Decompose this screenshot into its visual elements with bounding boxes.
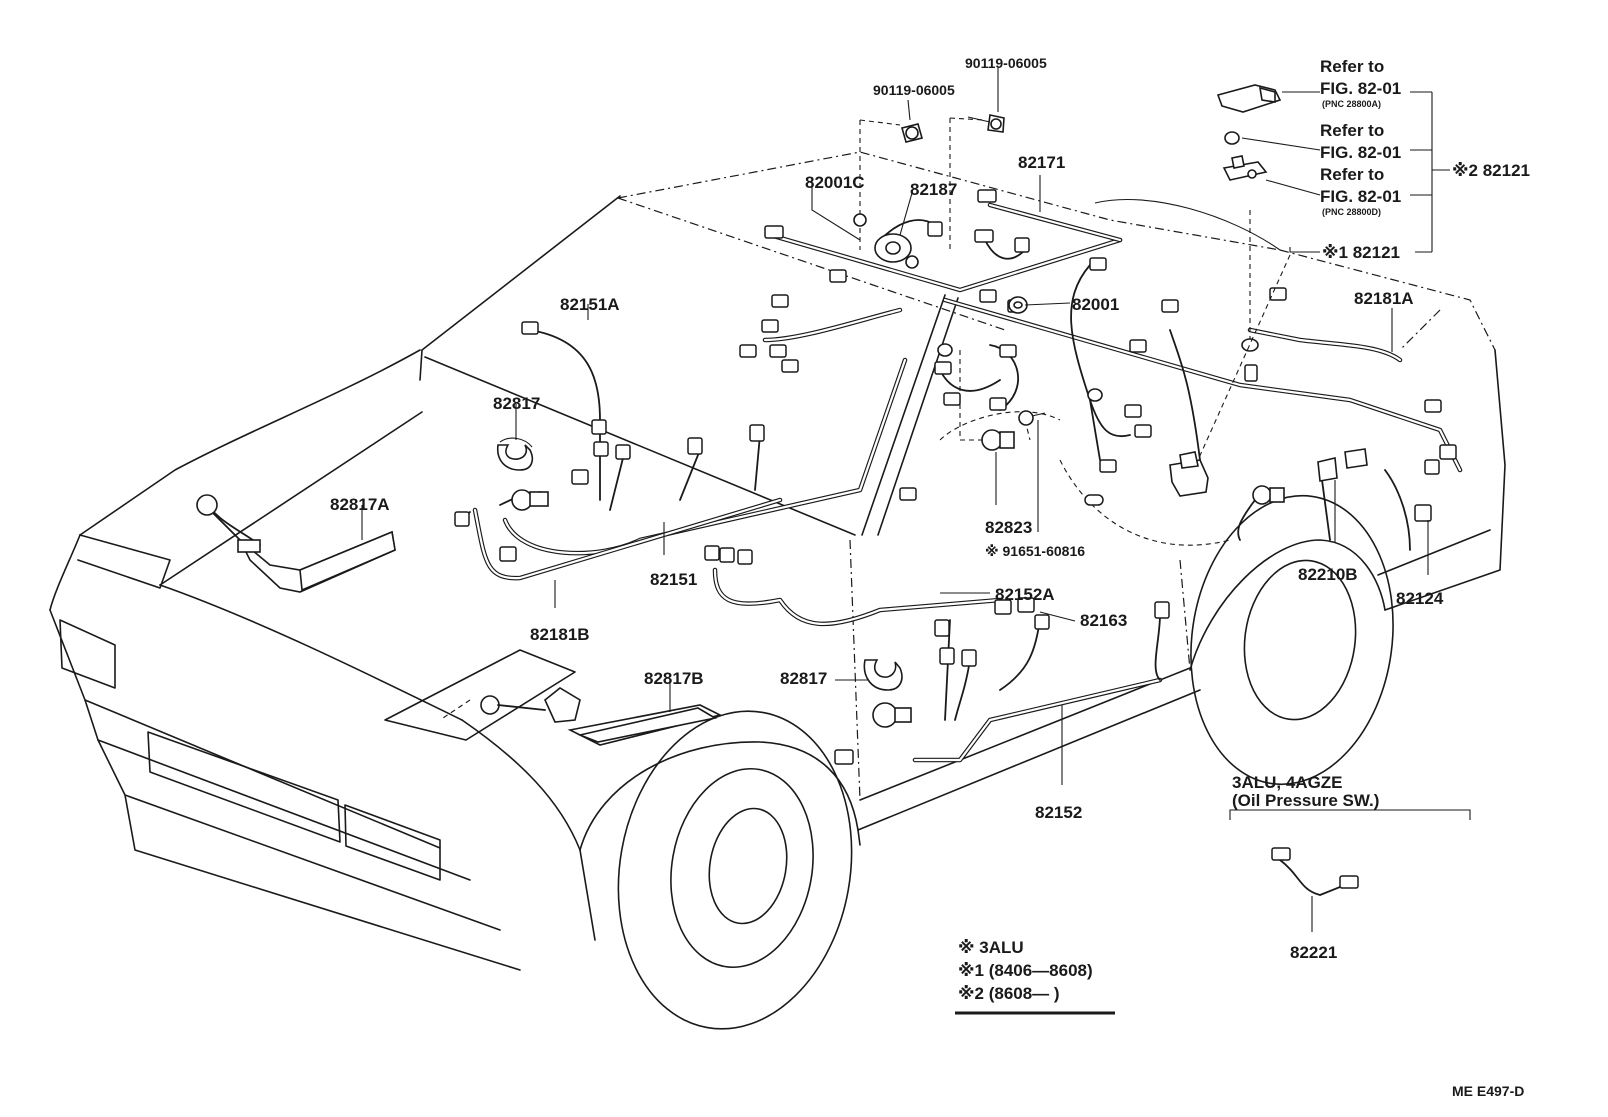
label-82124: 82124	[1396, 589, 1444, 608]
figure-code: ME E497-D	[1452, 1083, 1524, 1099]
refer3-line1: Refer to	[1320, 165, 1384, 184]
connectors	[454, 189, 1457, 889]
label-82817-top: 82817	[493, 394, 540, 413]
part-82001	[1008, 296, 1028, 314]
label-82001: 82001	[1072, 295, 1119, 314]
refer1-line1: Refer to	[1320, 57, 1384, 76]
part-82210B	[1317, 448, 1368, 482]
refer3-line2: FIG. 82-01	[1320, 187, 1401, 206]
refer3-pnc: (PNC 28800D)	[1322, 207, 1381, 217]
part-82187	[853, 213, 919, 269]
label-82823: 82823	[985, 518, 1032, 537]
part-rear-sensor	[1252, 485, 1285, 505]
leader-lines	[361, 68, 1471, 932]
car-body-outline	[49, 151, 1506, 1030]
refer1-pnc: (PNC 28800A)	[1322, 99, 1381, 109]
screw-90119-a	[901, 123, 923, 143]
harness-82152A-door	[712, 567, 1003, 627]
rear-grommets	[937, 338, 1259, 402]
part-refer-grommet	[1224, 131, 1240, 145]
branch-wires	[204, 219, 1411, 896]
refer2-line1: Refer to	[1320, 121, 1384, 140]
screw-90119-b	[967, 114, 1005, 133]
label-82151A: 82151A	[560, 295, 620, 314]
legend-row-2: ※2 (8608— )	[958, 984, 1060, 1003]
label-82121-star2: ※2 82121	[1452, 161, 1530, 180]
legend-box: ※ 3ALU ※1 (8406—8608) ※2 (8608— )	[955, 938, 1115, 1015]
label-82001C: 82001C	[805, 173, 865, 192]
part-82817-top	[496, 437, 534, 471]
label-82171: 82171	[1018, 153, 1065, 172]
part-82817-mid	[863, 659, 912, 728]
part-front-sensor	[511, 489, 549, 511]
label-82210B: 82210B	[1298, 565, 1358, 584]
label-82817-mid: 82817	[780, 669, 827, 688]
legend-row-0: ※ 3ALU	[958, 938, 1024, 957]
label-82163: 82163	[1080, 611, 1127, 630]
harness-82152-floor	[912, 677, 1163, 763]
label-82187: 82187	[910, 180, 957, 199]
harness-82171-roof	[767, 202, 1123, 293]
part-pnc-28800D	[1222, 155, 1268, 181]
label-90119-06005-a: 90119-06005	[873, 82, 955, 98]
label-82151: 82151	[650, 570, 697, 589]
inset-title: 3ALU, 4AGZE	[1232, 773, 1343, 792]
legend-row-1: ※1 (8406—8608)	[958, 961, 1093, 980]
refer1-line2: FIG. 82-01	[1320, 79, 1401, 98]
label-82181B: 82181B	[530, 625, 590, 644]
part-82817B	[480, 687, 723, 746]
harness-82181B-front	[472, 497, 783, 581]
label-82817B: 82817B	[644, 669, 704, 688]
label-82121-star1: ※1 82121	[1322, 243, 1400, 262]
refer2-line2: FIG. 82-01	[1320, 143, 1401, 162]
part-labels: 90119-06005 90119-06005 82171 82001C 821…	[330, 55, 1530, 962]
part-82817A	[196, 494, 396, 593]
label-82152: 82152	[1035, 803, 1082, 822]
part-82823	[981, 410, 1046, 451]
label-91651-60816: ※ 91651-60816	[985, 543, 1085, 559]
label-82817A: 82817A	[330, 495, 390, 514]
refer-to-notes: Refer to FIG. 82-01 (PNC 28800A) Refer t…	[1320, 57, 1401, 217]
label-82221: 82221	[1290, 943, 1337, 962]
harness-82151-instrument	[502, 307, 908, 556]
part-82121-center	[1169, 451, 1209, 497]
label-90119-06005-b: 90119-06005	[965, 55, 1047, 71]
inset-oil-pressure: 3ALU, 4AGZE (Oil Pressure SW.)	[1232, 773, 1379, 810]
inset-subtitle: (Oil Pressure SW.)	[1232, 791, 1379, 810]
label-82152A: 82152A	[995, 585, 1055, 604]
harness-82181A-rear-body	[942, 297, 1463, 473]
part-pnc-28800A	[1216, 84, 1282, 113]
label-82181A: 82181A	[1354, 289, 1414, 308]
